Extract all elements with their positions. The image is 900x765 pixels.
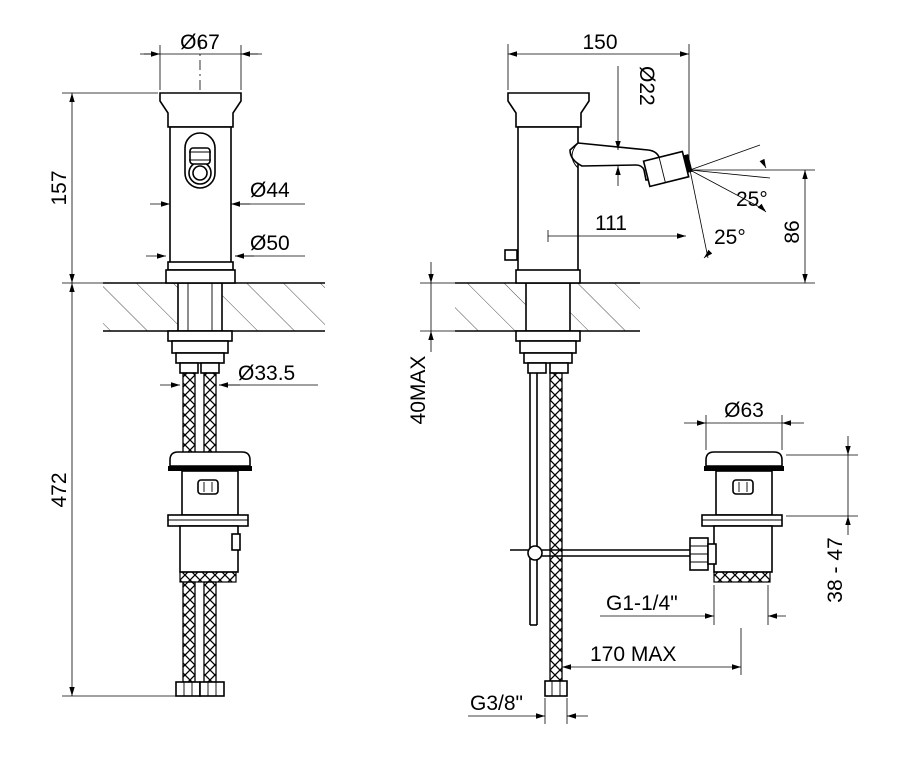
label-g3-8: G3/8" [470,692,523,715]
dim-150: 150 [507,31,690,160]
waste-assembly-front [167,451,252,583]
label-angle-25-upper: 25° [736,188,768,211]
dim-dia22: Ø22 [615,66,658,186]
label-472: 472 [48,472,71,507]
countertop-section-left [103,282,325,332]
label-150: 150 [582,31,617,54]
dim-dia50: Ø50 [146,232,305,259]
label-170-max: 170 MAX [590,643,676,666]
dim-40max: 40MAX [407,262,456,424]
dim-g3-8: G3/8" [468,692,588,724]
spray-angle-lines: 25° 25° [689,144,771,259]
braided-hose-side [544,372,568,697]
dim-111: 111 [547,212,686,242]
label-157: 157 [48,170,71,205]
dim-86: 86 [640,169,815,284]
braided-hoses-front [175,372,225,697]
fixings-front [167,330,233,374]
pull-rod [510,373,690,626]
dim-170-max: 170 MAX [562,628,742,675]
label-dia44: Ø44 [250,179,290,202]
label-angle-25-lower: 25° [714,226,746,249]
label-dia67: Ø67 [180,31,220,54]
side-view: 25° 25° [407,31,858,724]
label-111: 111 [595,212,627,235]
faucet-body-side [504,92,693,284]
label-dia63: Ø63 [724,399,764,422]
fixings-side [515,330,581,374]
waste-assembly-side [689,451,784,583]
label-dia33-5: Ø33.5 [238,362,295,385]
dim-38-47: 38 - 47 [786,436,858,603]
dim-dia63: Ø63 [684,399,804,450]
label-40max: 40MAX [407,356,430,425]
label-dia50: Ø50 [250,232,290,255]
pull-rod-knob-icon [504,249,518,261]
label-dia22: Ø22 [635,66,658,106]
faucet-body-front [159,92,242,284]
spout [569,142,663,181]
front-view: Ø67 157 472 Ø44 Ø50 [48,31,325,697]
dim-472: 472 [48,283,176,697]
label-86: 86 [781,220,804,243]
countertop-section-right [455,282,640,332]
nozzle [642,150,693,188]
dim-g1-1-4: G1-1/4" [600,585,786,625]
dim-dia44: Ø44 [150,179,305,207]
label-38-47: 38 - 47 [824,537,847,602]
label-g1-1-4: G1-1/4" [606,592,678,615]
dim-dia33-5: Ø33.5 [160,362,318,388]
dim-157: 157 [48,92,158,284]
dim-dia67: Ø67 [140,31,262,90]
